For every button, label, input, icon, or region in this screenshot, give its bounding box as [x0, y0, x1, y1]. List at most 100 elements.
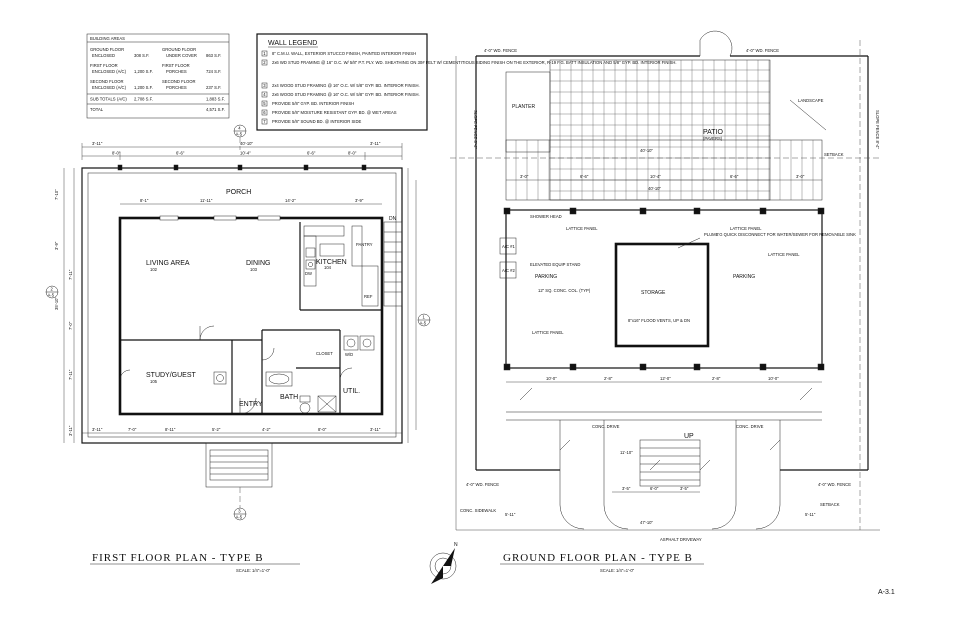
fence-lines: [450, 30, 880, 530]
area-label: PORCHES: [166, 85, 187, 90]
dimensions-ground-top: 3'-0" 6'-6" 10'-4" 6'-6" 3'-0" 40'-10": [506, 174, 822, 191]
building-areas-rows: GROUND FLOOR GROUND FLOOR ENCLOSED 308 S…: [90, 47, 225, 112]
dim-text: 40'-10": [648, 186, 662, 191]
parking-left-label: PARKING: [535, 274, 557, 280]
concrete-columns: [503, 207, 825, 371]
total-value: 4,571 S.F.: [206, 107, 225, 112]
dim-text: 6'-6": [307, 151, 316, 156]
fence-label: 4'-0" WD. FENCE: [818, 482, 851, 487]
dim-text: 7'-11": [68, 269, 73, 280]
section-marker-top: 4 A-5: [233, 124, 247, 150]
marker-sheet: A-5: [236, 132, 243, 137]
lattice-label: LATTICE PANEL: [768, 252, 800, 257]
stair-up-label: UP: [684, 433, 694, 440]
dim-text: 40'-10": [640, 148, 654, 153]
dim-text: 7'-0": [128, 427, 137, 432]
wall-legend: WALL LEGEND 1 8" C.M.U. WALL, EXTERIOR S…: [256, 33, 677, 131]
dim-text: 11'-11": [200, 198, 213, 203]
area-label: SECOND FLOOR: [162, 79, 196, 84]
first-floor-plan: 4 A-5 3'-11" 40'-10" 3'-11" 8'-0" 6'-6" …: [45, 124, 431, 573]
first-floor-scale: SCALE: 1/4"=1'-0": [236, 568, 271, 573]
dim-text: 47'-10": [640, 520, 654, 525]
total-label: TOTAL: [90, 107, 104, 112]
area-label: UNDER COVER: [166, 53, 197, 58]
room-porch: PORCH: [226, 189, 251, 196]
fence-label: 4'-0" WD. FENCE: [466, 482, 499, 487]
subtotal-label: (A/C): [117, 97, 127, 102]
lattice-label: LATTICE PANEL: [566, 226, 598, 231]
dimensions-porch: 8'-1" 11'-11" 14'-2" 3'-9": [120, 198, 382, 205]
shower-label: SHOWER HEAD: [530, 214, 562, 219]
legend-text: 2x6 WD STUD FRAMING @ 16" O.C. W/ 5/8" P…: [272, 60, 677, 65]
subtotal-value: 1,883 S.F.: [206, 97, 225, 102]
dimensions-left: 7'-10" 3'-9" 35'-10" 7'-11" 7'-0" 7'-11"…: [54, 168, 75, 443]
section-marker-bottom: 3 A-5: [233, 487, 247, 521]
dim-text: 10'-4": [240, 151, 251, 156]
marker-sheet: A-5: [48, 293, 55, 298]
patio-sub-label: (PAVERS): [703, 136, 723, 141]
subtotal-value: 2,708 S.F.: [134, 97, 153, 102]
dimensions-step: 3'-5" 6'-0" 3'-5": [612, 486, 700, 493]
dim-text: 10'-0": [768, 376, 779, 381]
dim-text: 3'-0": [796, 174, 805, 179]
legend-text: PROVIDE 5/8" MOISTURE RESISTANT GYP. BD.…: [272, 110, 397, 115]
legend-number: 6: [263, 110, 266, 115]
door-swings: [119, 325, 353, 415]
stair-dn-label: DN: [389, 216, 397, 222]
fence-label: 4'-0" WD. FENCE: [484, 48, 517, 53]
area-value: 1,200 S.F.: [134, 69, 153, 74]
room-util: UTIL.: [343, 388, 360, 395]
section-marker-right: 1 A-5: [407, 168, 431, 443]
legend-number: 4: [263, 92, 266, 97]
dim-text: 3'-11": [92, 427, 103, 432]
dim-text: 3'-11": [92, 141, 103, 146]
dim-text: 8'-0": [318, 427, 327, 432]
area-label: GROUND FLOOR: [162, 47, 196, 52]
sheet-number: A-3.1: [878, 589, 895, 596]
dim-text: 40'-10": [240, 141, 254, 146]
parking-right-label: PARKING: [733, 274, 755, 280]
entry-stair: [205, 442, 273, 488]
dim-text: 8'-11": [165, 427, 176, 432]
ac-label: A/C #1: [502, 244, 515, 249]
marker-number: 3: [238, 509, 241, 514]
dim-text: 3'-5": [680, 486, 689, 491]
stair-down: DN: [383, 216, 403, 307]
marker-number: 4: [238, 126, 241, 131]
legend-number: 1: [263, 51, 266, 56]
area-label: PORCHES: [166, 69, 187, 74]
dim-text: 12'-0": [660, 376, 671, 381]
kitchen-counters: [303, 225, 379, 307]
dim-text: 2'-8": [712, 376, 721, 381]
area-label: GROUND FLOOR: [90, 47, 124, 52]
area-label: SECOND FLOOR: [90, 79, 124, 84]
room-living-area: LIVING AREA: [146, 260, 190, 267]
legend-number: 5: [263, 101, 266, 106]
appliance-label: W/D: [345, 352, 353, 357]
legend-item: 5 PROVIDE 5/8" GYP. BD. INTERIOR FINISH: [261, 100, 354, 107]
dim-text: 2'-8": [604, 376, 613, 381]
dim-text: 6'-6": [580, 174, 589, 179]
equip-label: ELEVATED EQUIP STAND: [530, 262, 580, 267]
dimensions-top: 3'-11" 40'-10" 3'-11" 8'-0" 6'-6" 10'-4"…: [81, 141, 403, 160]
appliance-label: REF: [364, 294, 373, 299]
dim-text: 4'-2": [262, 427, 271, 432]
ground-floor-plan: 4'-0" WD. FENCE 4'-0" WD. FENCE 4'-0" WD…: [450, 30, 880, 573]
legend-item: 2 2x6 WD STUD FRAMING @ 16" O.C. W/ 5/8"…: [261, 59, 677, 66]
area-value: 1,200 S.F.: [134, 85, 153, 90]
room-number: 103: [250, 267, 258, 272]
dim-text: 3'-9": [54, 241, 59, 250]
legend-number: 3: [263, 83, 266, 88]
storage-label: STORAGE: [641, 290, 666, 296]
planter-label: PLANTER: [512, 104, 535, 110]
dim-text: 8'-1": [140, 198, 149, 203]
building-areas-table: BUILDING AREAS GROUND FLOOR GROUND FLOOR…: [86, 33, 230, 119]
legend-text: PROVIDE 5/8" SOUND BD. @ INTERIOR SIDE: [272, 119, 361, 124]
bath-fixtures: [213, 335, 375, 414]
patio-pavers: [505, 59, 823, 201]
dim-text: 7'-11": [68, 369, 73, 380]
dimensions-ground-mid: 10'-0" 2'-8" 12'-0" 2'-8" 10'-0": [506, 376, 822, 383]
area-label: ENCLOSED (A/C): [92, 69, 127, 74]
lattice-label: LATTICE PANEL: [532, 330, 564, 335]
legend-text: 2x4 WOOD STUD FRAMING @ 16" O.C. W/ 5/8"…: [272, 83, 420, 88]
